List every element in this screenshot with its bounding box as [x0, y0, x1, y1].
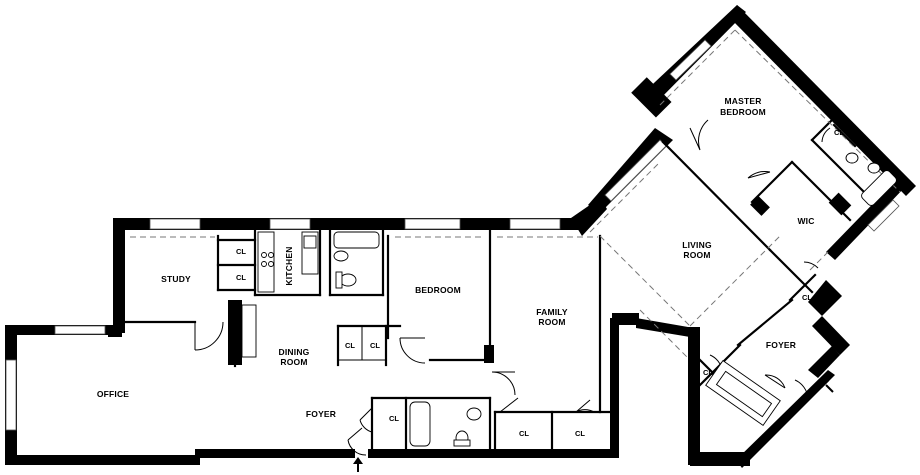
living-label-line2: ROOM — [683, 250, 710, 260]
master-label-line1: MASTER — [724, 96, 761, 106]
closet-label: CL — [389, 414, 399, 423]
closet-label: CL — [703, 368, 713, 377]
closet-label: CL — [236, 247, 246, 256]
fixtures — [241, 152, 897, 447]
doors — [194, 119, 831, 456]
living-label-line1: LIVING — [682, 240, 712, 250]
windows — [5, 39, 900, 431]
master-label-line2: BEDROOM — [720, 107, 766, 117]
closet-label: CL — [370, 341, 380, 350]
entry-arrows — [353, 380, 834, 472]
wic-label: WIC — [797, 216, 814, 226]
family-label-line2: ROOM — [538, 317, 565, 327]
room-labels: OFFICE STUDY KITCHEN DINING ROOM FOYER B… — [97, 96, 815, 419]
east-entry-arrow — [822, 380, 834, 393]
foyer-east-label: FOYER — [766, 340, 796, 350]
office-label: OFFICE — [97, 389, 129, 399]
interior-walls — [123, 110, 872, 452]
closet-label: CL — [345, 341, 355, 350]
dining-label-line2: ROOM — [280, 357, 307, 367]
closet-label: CL — [802, 293, 812, 302]
study-label: STUDY — [161, 274, 191, 284]
foyer-main-label: FOYER — [306, 409, 336, 419]
dining-label-line1: DINING — [279, 347, 310, 357]
closet-label: CL — [519, 429, 529, 438]
closet-label: CL — [236, 273, 246, 282]
closet-label: CL — [834, 128, 844, 137]
family-label-line1: FAMILY — [536, 307, 568, 317]
closet-labels: CL CL CL CL CL CL CL CL CL CL — [236, 128, 844, 438]
main-entry-arrow — [353, 457, 363, 472]
closet-label: CL — [575, 429, 585, 438]
kitchen-label: KITCHEN — [284, 246, 294, 285]
bedroom-label: BEDROOM — [415, 285, 461, 295]
